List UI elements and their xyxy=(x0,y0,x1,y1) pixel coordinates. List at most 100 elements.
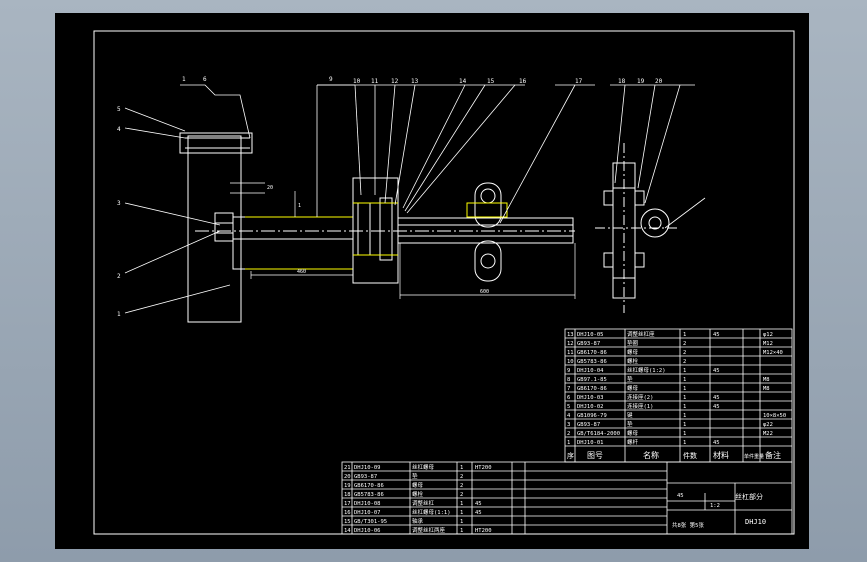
dimension-labels: 460 600 20 1 xyxy=(267,185,489,295)
part-code: DHJ10-03 xyxy=(577,395,604,401)
callout: 2 xyxy=(117,273,121,280)
drawing-number: DHJ10 xyxy=(745,518,766,526)
part-qty: 1 xyxy=(683,422,686,428)
callout: 16 xyxy=(519,78,527,85)
part-qty: 1 xyxy=(460,528,463,534)
part-name: 螺杆 xyxy=(627,438,639,446)
part-material: 45 xyxy=(713,440,720,446)
part-material: 45 xyxy=(713,404,720,410)
part-qty: 2 xyxy=(460,474,463,480)
part-seq: 18 xyxy=(344,492,351,498)
part-code: GB6170-86 xyxy=(577,350,607,356)
drawing-sheet: 1 6 9 10 11 12 13 14 15 16 17 18 19 20 5… xyxy=(55,13,809,549)
part-seq: 15 xyxy=(344,519,351,525)
title-block-text: 丝杠部分 DHJ10 1:2 共8张 第5张 45 2 1 DHJ10-09 丝杠螺母… xyxy=(344,463,766,534)
part-remark: M22 xyxy=(763,431,773,437)
part-code: DHJ10-04 xyxy=(577,368,604,374)
part-remark: φ22 xyxy=(763,422,773,428)
callout: 17 xyxy=(575,78,583,85)
part-seq: 4 xyxy=(567,413,571,419)
part-name: 连接座(2) xyxy=(627,393,653,401)
dimension-value: 460 xyxy=(297,269,306,275)
header-qty: 件数 xyxy=(683,451,697,460)
part-seq: 5 xyxy=(567,404,570,410)
material-note: 45 xyxy=(677,493,684,499)
part-name: 螺栓 xyxy=(412,490,424,498)
mechanical-drawing xyxy=(124,84,706,323)
callout: 19 xyxy=(637,78,645,85)
part-name: 螺母 xyxy=(627,348,639,356)
part-qty: 1 xyxy=(460,501,463,507)
part-qty: 1 xyxy=(683,431,686,437)
part-code: DHJ10-08 xyxy=(354,501,381,507)
scale-value: 1:2 xyxy=(710,503,720,509)
part-seq: 14 xyxy=(344,528,351,534)
part-seq: 2 xyxy=(567,431,570,437)
part-code: GB/T6184-2000 xyxy=(577,431,620,437)
part-seq: 10 xyxy=(567,359,574,365)
part-name: 垫 xyxy=(412,472,418,480)
part-name: 丝杠螺母(1:2) xyxy=(627,366,666,374)
callout: 1 xyxy=(182,76,186,83)
part-name: 螺母 xyxy=(412,481,424,489)
part-name: 键 xyxy=(627,411,633,419)
part-material: HT200 xyxy=(475,528,492,534)
part-seq: 11 xyxy=(567,350,574,356)
title-block xyxy=(341,461,793,535)
header-remark: 备注 xyxy=(765,450,781,460)
part-qty: 1 xyxy=(683,440,686,446)
callout: 12 xyxy=(391,78,399,85)
part-seq: 6 xyxy=(567,395,570,401)
part-name: 垫 xyxy=(627,375,633,383)
header-name: 名称 xyxy=(643,450,659,460)
drawing-title: 丝杠部分 xyxy=(735,492,763,501)
part-qty: 2 xyxy=(460,492,463,498)
part-name: 轴承 xyxy=(412,517,424,525)
part-qty: 2 xyxy=(683,359,686,365)
part-code: DHJ10-07 xyxy=(354,510,381,516)
part-qty: 2 xyxy=(683,350,686,356)
part-material: 45 xyxy=(475,501,482,507)
dimensions xyxy=(230,182,576,299)
part-code: DHJ10-02 xyxy=(577,404,604,410)
part-seq: 16 xyxy=(344,510,351,516)
part-seq: 3 xyxy=(567,422,570,428)
part-qty: 1 xyxy=(460,519,463,525)
part-qty: 1 xyxy=(683,395,686,401)
callout: 15 xyxy=(487,78,495,85)
part-code: DHJ10-09 xyxy=(354,465,381,471)
callout: 20 xyxy=(655,78,663,85)
part-code: DHJ10-01 xyxy=(577,440,604,446)
leader-lines xyxy=(124,84,706,314)
screw-nut-eye-bottom xyxy=(474,240,502,282)
part-code: GB97.1-85 xyxy=(577,377,607,383)
part-material: 45 xyxy=(713,395,720,401)
part-seq: 1 xyxy=(567,440,570,446)
dimension-value: 1 xyxy=(298,203,301,209)
sheet-count: 共8张 第5张 xyxy=(672,521,704,529)
part-name: 螺栓 xyxy=(627,357,639,365)
part-code: GB93-87 xyxy=(354,474,377,480)
header-unit-weight: 单件重量 xyxy=(744,453,764,460)
paper xyxy=(55,13,809,549)
part-remark: φ12 xyxy=(763,332,773,338)
part-name: 丝杠螺母(1:1) xyxy=(412,508,451,516)
dimension-value: 20 xyxy=(267,185,273,191)
callout-numbers: 1 6 9 10 11 12 13 14 15 16 17 18 19 20 5… xyxy=(117,76,663,318)
part-qty: 2 xyxy=(683,341,686,347)
part-name: 垫圈 xyxy=(627,339,639,347)
part-qty: 2 xyxy=(460,483,463,489)
part-material: 45 xyxy=(475,510,482,516)
part-seq: 7 xyxy=(567,386,570,392)
part-remark: M8 xyxy=(763,386,770,392)
part-seq: 17 xyxy=(344,501,351,507)
part-code: GB5783-86 xyxy=(354,492,384,498)
part-qty: 1 xyxy=(683,386,686,392)
part-code: GB93-87 xyxy=(577,422,600,428)
part-seq: 12 xyxy=(567,341,574,347)
part-remark: 10×8×50 xyxy=(763,413,786,419)
part-qty: 1 xyxy=(460,465,463,471)
part-name: 螺母 xyxy=(627,429,639,437)
part-seq: 20 xyxy=(344,474,351,480)
